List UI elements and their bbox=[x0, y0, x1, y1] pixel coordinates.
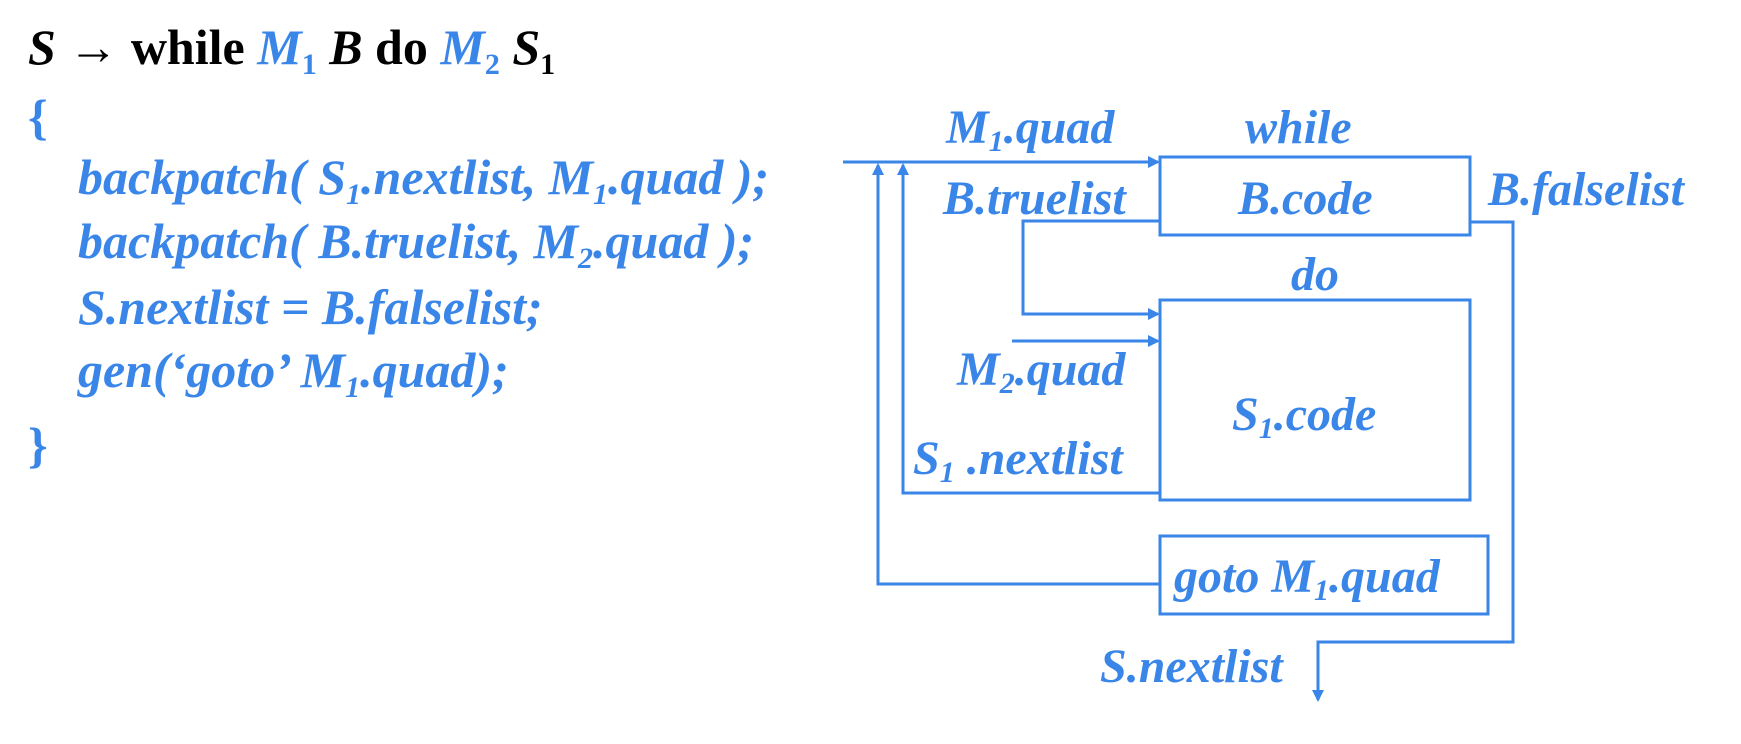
s1-code-box bbox=[1158, 298, 1472, 502]
s1-nextlist-loop-arrow bbox=[897, 163, 1160, 495]
truelist-arrow bbox=[1021, 219, 1160, 320]
b-code-box bbox=[1158, 155, 1472, 237]
marker-m1: M1 bbox=[257, 19, 317, 81]
s-nextlist-label: S.nextlist bbox=[1100, 640, 1284, 693]
production-lhs: S bbox=[28, 19, 56, 75]
action-gen-goto: gen(‘goto’ M1.quad); bbox=[78, 342, 509, 404]
keyword-while: while bbox=[130, 19, 245, 75]
do-label: do bbox=[1291, 248, 1339, 301]
falselist-exit-arrow bbox=[1312, 220, 1515, 702]
b-truelist-label: B.truelist bbox=[942, 172, 1127, 225]
action-backpatch-s1: backpatch( S1.nextlist, M1.quad ); bbox=[78, 149, 770, 211]
action-backpatch-b: backpatch( B.truelist, M2.quad ); bbox=[78, 213, 755, 275]
nonterminal-s1: S1 bbox=[512, 19, 556, 81]
close-brace: } bbox=[28, 417, 48, 473]
marker-m2: M2 bbox=[440, 19, 500, 81]
s1-code-label: S1.code bbox=[1232, 388, 1376, 445]
goto-loop-arrow bbox=[872, 163, 1160, 586]
keyword-do: do bbox=[375, 19, 428, 75]
action-assign-nextlist: S.nextlist = B.falselist; bbox=[78, 279, 543, 335]
b-code-label: B.code bbox=[1237, 172, 1373, 225]
production-arrow: → bbox=[68, 19, 119, 75]
while-label: while bbox=[1245, 101, 1352, 154]
s1-nextlist-label: S1 .nextlist bbox=[913, 432, 1124, 489]
nonterminal-b: B bbox=[329, 19, 363, 75]
semantic-rule-code: S → while M1 B do M2 S1 { backpatch( S1.… bbox=[0, 0, 860, 744]
goto-box bbox=[1158, 534, 1490, 616]
goto-m1-quad-label: goto M1.quad bbox=[1173, 550, 1441, 607]
b-falselist-label: B.falselist bbox=[1487, 163, 1686, 216]
m2-quad-label: M2.quad bbox=[956, 343, 1126, 400]
m1-quad-label: M1.quad bbox=[945, 101, 1115, 158]
open-brace: { bbox=[28, 89, 48, 145]
production-rule: S → while M1 B do M2 S1 bbox=[28, 19, 556, 81]
